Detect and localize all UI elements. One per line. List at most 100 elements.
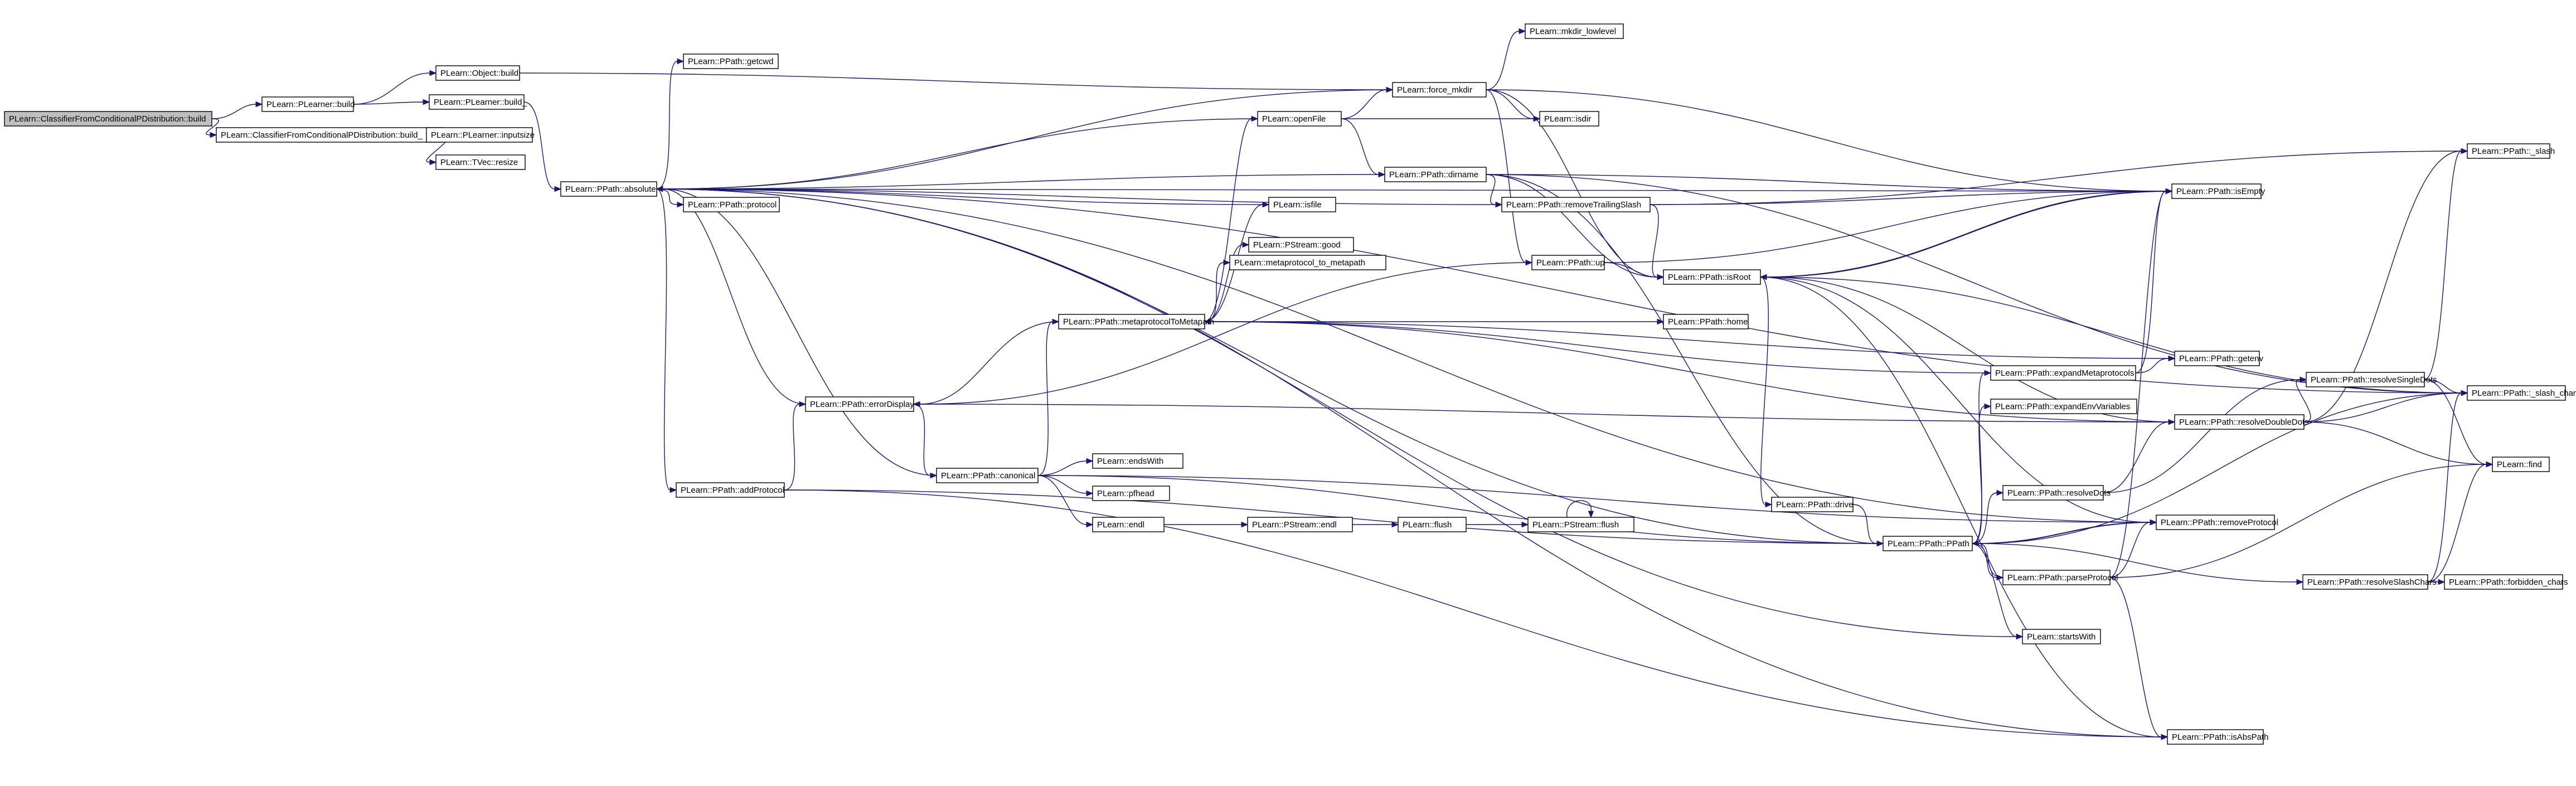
edge-line: [1650, 151, 2462, 205]
node-psflush[interactable]: PLearn::PStream::flush: [1527, 517, 1634, 532]
edge-absolute-to-getcwd: [656, 58, 685, 190]
edge-root-to-cbuild_: [206, 118, 220, 138]
node-home[interactable]: PLearn::PPath::home: [1663, 314, 1749, 329]
edge-line: [1972, 522, 2151, 544]
node-cbuild_[interactable]: PLearn::ClassifierFromConditionalPDistri…: [216, 127, 443, 143]
edge-line: [1204, 321, 2169, 359]
node-drive[interactable]: PLearn::PPath::drive: [1771, 497, 1854, 512]
node-expandmeta[interactable]: PLearn::PPath::expandMetaprotocols: [1990, 365, 2136, 381]
node-getcwd[interactable]: PLearn::PPath::getcwd: [683, 54, 779, 69]
edge-line: [662, 188, 806, 405]
node-isabspath[interactable]: PLearn::PPath::isAbsPath: [2167, 729, 2268, 745]
node-find[interactable]: PLearn::find: [2492, 457, 2550, 472]
edge-dirname-to-removetrailing: [1486, 174, 1503, 208]
node-endl[interactable]: PLearn::endl: [1092, 517, 1165, 532]
node-isempty[interactable]: PLearn::PPath::isEmpty: [2171, 183, 2265, 199]
arrowhead: [429, 159, 437, 166]
node-flush[interactable]: PLearn::flush: [1398, 517, 1467, 532]
node-isroot[interactable]: PLearn::PPath::isRoot: [1663, 269, 1761, 285]
node-box: [805, 396, 914, 412]
node-box: [1531, 255, 1605, 270]
node-slash[interactable]: PLearn::PPath::_slash: [2467, 143, 2555, 159]
node-absolute[interactable]: PLearn::PPath::absolute: [560, 181, 657, 197]
node-box: [1398, 517, 1467, 532]
node-build[interactable]: PLearn::PLearner::build: [261, 96, 355, 112]
node-addprotocol[interactable]: PLearn::PPath::addProtocol: [676, 482, 785, 498]
node-metaproto[interactable]: PLearn::PPath::metaprotocolToMetapath: [1058, 314, 1214, 329]
node-inputsize[interactable]: PLearn::PLearner::inputsize: [426, 127, 535, 143]
node-lbuild_[interactable]: PLearn::PLearner::build_: [429, 94, 527, 110]
edge-up-to-errordisplay: [913, 262, 1532, 407]
node-isdir[interactable]: PLearn::isdir: [1539, 111, 1599, 127]
edge-line: [2303, 392, 2462, 423]
node-parseprotocol[interactable]: PLearn::PPath::parseProtocol: [2002, 570, 2118, 585]
edge-line: [662, 188, 937, 476]
node-forbidden[interactable]: PLearn::PPath::forbidden_chars: [2444, 574, 2568, 590]
node-slashchar[interactable]: PLearn::PPath::_slash_char: [2467, 385, 2576, 401]
node-resolvesingledots[interactable]: PLearn::PPath::resolveSingleDots: [2306, 372, 2437, 387]
edge-line: [784, 404, 800, 491]
node-up[interactable]: PLearn::PPath::up: [1531, 255, 1605, 270]
node-ppath[interactable]: PLearn::PPath::PPath: [1883, 536, 1973, 551]
node-errordisplay[interactable]: PLearn::PPath::errorDisplay: [805, 396, 914, 412]
node-label: PLearn::PPath::isAbsPath: [2172, 732, 2268, 742]
node-getenv[interactable]: PLearn::PPath::getenv: [2174, 351, 2263, 366]
arrowhead: [1996, 489, 2004, 496]
node-label: PLearn::flush: [1403, 520, 1452, 530]
node-dirname[interactable]: PLearn::PPath::dirname: [1384, 167, 1487, 182]
node-openfile[interactable]: PLearn::openFile: [1257, 111, 1342, 127]
node-box: [1058, 314, 1205, 329]
node-removetrailing[interactable]: PLearn::PPath::removeTrailingSlash: [1501, 197, 1651, 212]
edge-line: [1037, 475, 1087, 494]
node-box: [1501, 197, 1651, 212]
arrowhead: [670, 487, 677, 493]
edge-line: [2303, 421, 2487, 465]
arrowhead: [2168, 355, 2176, 362]
node-label: PLearn::startsWith: [2027, 632, 2095, 642]
node-mptomp[interactable]: PLearn::metaprotocol_to_metapath: [1229, 255, 1386, 270]
node-isfile[interactable]: PLearn::isfile: [1268, 197, 1336, 212]
node-expandenv[interactable]: PLearn::PPath::expandEnvVariables: [1990, 399, 2137, 414]
node-box: [2002, 485, 2104, 501]
node-pfhead[interactable]: PLearn::pfhead: [1092, 486, 1170, 501]
node-psendl[interactable]: PLearn::PStream::endl: [1247, 517, 1353, 532]
edge-resolvedoubledots-to-slashchar: [2303, 390, 2468, 423]
edge-line: [2103, 421, 2169, 493]
edge-resolvedoubledots-to-find: [2303, 421, 2493, 468]
edge-line: [206, 118, 220, 135]
edge-slashchar-to-ppath: [1971, 392, 2468, 547]
node-resolvedots[interactable]: PLearn::PPath::resolveDots: [2002, 485, 2111, 501]
arrowhead: [210, 132, 217, 138]
node-startswith[interactable]: PLearn::startsWith: [2022, 629, 2101, 644]
node-root[interactable]: PLearn::ClassifierFromConditionalPDistri…: [4, 111, 212, 127]
edge-resolvedoubledots-to-errordisplay: [913, 401, 2175, 423]
edge-absolute-to-removetrailing: [656, 188, 1503, 208]
node-removeprotocol[interactable]: PLearn::PPath::removeProtocol: [2156, 515, 2278, 530]
node-resolvedoubledots[interactable]: PLearn::PPath::resolveDoubleDots: [2174, 414, 2309, 430]
edge-line: [656, 61, 678, 190]
node-box: [1248, 237, 1354, 253]
node-endswith[interactable]: PLearn::endsWith: [1092, 453, 1183, 469]
edge-root-to-build: [211, 101, 263, 119]
node-forcemkdir[interactable]: PLearn::force_mkdir: [1392, 82, 1487, 98]
node-label: PLearn::PPath::parseProtocol: [2007, 573, 2118, 583]
node-good[interactable]: PLearn::PStream::good: [1248, 237, 1354, 253]
edge-line: [1204, 262, 1224, 322]
edge-line: [2135, 358, 2169, 373]
node-box: [2174, 351, 2260, 366]
edge-line: [1972, 543, 1997, 578]
node-objbuild[interactable]: PLearn::Object::build: [435, 65, 520, 81]
node-box: [1229, 255, 1386, 270]
node-box: [2302, 574, 2428, 590]
node-protocol[interactable]: PLearn::PPath::protocol: [683, 197, 780, 212]
arrowhead: [1765, 501, 1773, 508]
edge-line: [662, 174, 1385, 190]
nodes-layer: PLearn::ClassifierFromConditionalPDistri…: [4, 23, 2576, 745]
node-mkdirlow[interactable]: PLearn::mkdir_lowlevel: [1525, 23, 1624, 39]
node-label: PLearn::PPath::protocol: [688, 200, 777, 210]
node-canonical[interactable]: PLearn::PPath::canonical: [936, 468, 1039, 483]
arrowhead: [1759, 274, 1767, 280]
node-resolveslash[interactable]: PLearn::PPath::resolveSlashChars: [2302, 574, 2437, 590]
node-tvec[interactable]: PLearn::TVec::resize: [435, 154, 526, 170]
